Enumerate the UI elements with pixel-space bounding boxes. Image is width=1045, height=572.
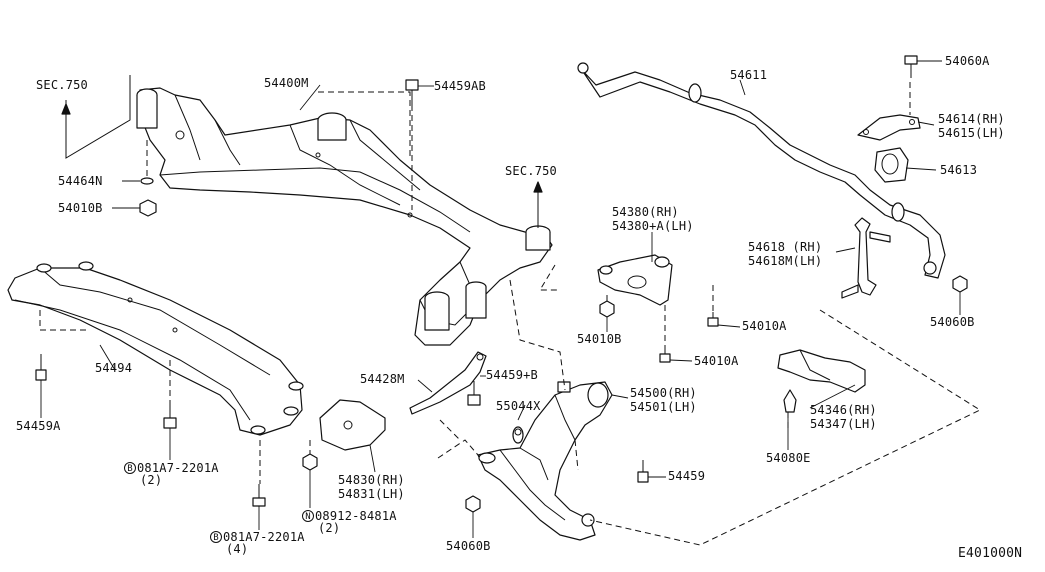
part-54500-label: 54500(RH): [630, 386, 697, 400]
diagram-code: E401000N: [958, 546, 1023, 561]
part-54010B-label: 54010B: [58, 201, 103, 215]
lower-arm: [477, 381, 613, 541]
part-54060B-label-right: 54060B: [930, 315, 975, 329]
part-54347-label: 54347(LH): [810, 417, 877, 431]
part-54380-label: 54380(RH): [612, 205, 679, 219]
part-54494-label: 54494: [95, 361, 133, 375]
upper-link-bracket: [597, 254, 673, 306]
part-54346-label: 54346(RH): [810, 403, 877, 417]
part-54428M-label: 54428M: [360, 372, 405, 386]
part-54459AB-label: 54459AB: [434, 79, 486, 93]
part-081A7-qty-upper: (2): [140, 473, 163, 487]
part-54010B-label-small: 54010B: [577, 332, 622, 346]
part-54830-label: 54830(RH): [338, 473, 405, 487]
part-54010A-label-upper: 54010A: [742, 319, 787, 333]
part-54464N-label: 54464N: [58, 174, 103, 188]
toe-link: [409, 351, 487, 415]
part-54080E-label: 54080E: [766, 451, 811, 465]
part-54380A-label: 54380+A(LH): [612, 219, 694, 233]
part-54400M-label: 54400M: [264, 76, 309, 90]
part-54618M-label: 54618M(LH): [748, 254, 823, 268]
suspension-member: [136, 87, 553, 346]
nut-circle-badge: N: [302, 510, 314, 522]
part-54831-label: 54831(LH): [338, 487, 405, 501]
stabilizer-bar: [577, 62, 946, 279]
part-54501-label: 54501(LH): [630, 400, 697, 414]
part-54060B-label-bottom: 54060B: [446, 539, 491, 553]
part-54060A-label: 54060A: [945, 54, 990, 68]
part-54010A-label-lower: 54010A: [694, 354, 739, 368]
part-number: 081A7-2201A: [223, 530, 305, 544]
part-54618-label: 54618 (RH): [748, 240, 823, 254]
part-54459A-label: 54459A: [16, 419, 61, 433]
connecting-rod: [841, 217, 891, 299]
heat-shield: [777, 349, 866, 393]
bracket-54830: [319, 399, 386, 451]
sec750-label-left: SEC.750: [36, 78, 88, 92]
bolt-circle-badge: B: [210, 531, 222, 543]
part-08912-qty: (2): [318, 521, 341, 535]
part-54614-label: 54614(RH): [938, 112, 1005, 126]
sec750-label-right: SEC.750: [505, 164, 557, 178]
part-081A7-qty-lower: (4): [226, 542, 249, 556]
part-54459B-label: 54459+B: [486, 368, 538, 382]
part-54613-label: 54613: [940, 163, 978, 177]
part-55044X-label: 55044X: [496, 399, 541, 413]
fasteners: [35, 55, 968, 513]
part-54615-label: 54615(LH): [938, 126, 1005, 140]
member-stay: [7, 261, 304, 436]
section-arrows: [61, 75, 543, 228]
part-54611-label: 54611: [730, 68, 768, 82]
leader-lines: [40, 60, 961, 538]
dashed-lines: [39, 82, 982, 546]
part-number: 08912-8481A: [315, 509, 397, 523]
part-54459-label: 54459: [668, 469, 706, 483]
bolt-circle-badge: B: [124, 462, 136, 474]
part-number: 081A7-2201A: [137, 461, 219, 475]
stabilizer-bushing: [857, 114, 921, 183]
